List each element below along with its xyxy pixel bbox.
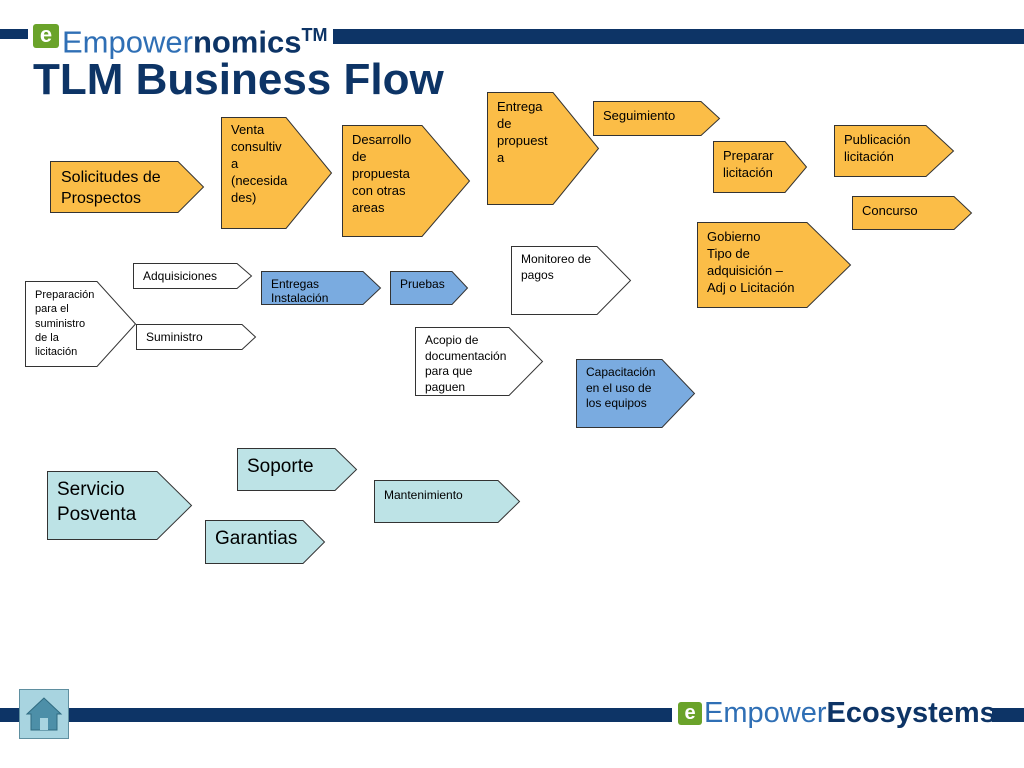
node-label: Soporte [247,456,314,477]
logo-text-part1: Empower [62,24,193,60]
node-preparacion-suministro: Preparación para el suministro de la lic… [25,281,137,367]
node-seguimiento: Seguimiento [593,101,721,136]
node-entregas-instalacion: Entregas Instalación [261,271,382,306]
node-label: Concurso [862,203,918,218]
footer-logo-part2: Ecosystems [826,697,996,729]
empowerecosystems-logo-mark: e [678,702,702,725]
node-label: Adquisiciones [143,269,218,283]
node-solicitudes: Solicitudes de Prospectos [50,161,205,213]
node-entrega-propuesta: Entrega de propuest a [487,92,600,205]
node-label: Garantias [215,528,298,549]
node-label: Seguimiento [603,108,676,123]
empowerecosystems-logo: EmpowerEcosystems [704,696,996,730]
node-capacitacion: Capacitación en el uso de los equipos [576,359,696,428]
node-adquisiciones: Adquisiciones [133,263,253,289]
node-label: Entrega de propuest a [497,99,548,165]
header-bar-right [333,29,1024,44]
node-suministro: Suministro [136,324,257,350]
node-label: Suministro [146,330,203,344]
node-label: Entregas Instalación [271,277,329,306]
node-garantias: Garantias [205,520,326,564]
node-label: Desarrollo de propuesta con otras areas [352,132,412,215]
node-preparar-licitacion: Preparar licitación [713,141,808,193]
empowernomics-logo: EmpowernomicsTM [62,15,327,62]
node-label: Pruebas [400,277,445,291]
node-label: Servicio Posventa [57,479,137,525]
node-pruebas: Pruebas [390,271,469,305]
node-publicacion-licitacion: Publicación licitación [834,125,955,177]
node-label: Preparación para el suministro de la lic… [35,289,95,359]
page-title: TLM Business Flow [33,55,444,104]
node-label: Monitoreo de pagos [521,252,592,282]
house-icon [25,697,63,731]
node-label: Preparar licitación [723,148,774,180]
empowernomics-logo-mark: e [33,24,59,48]
node-soporte: Soporte [237,448,358,491]
footer-logo-backdrop [672,694,992,732]
footer-logo-part1: Empower [704,697,827,729]
node-label: Mantenimiento [384,488,463,502]
node-label: Gobierno Tipo de adquisición – Adj o Lic… [707,229,795,295]
node-label: Capacitación en el uso de los equipos [586,365,656,411]
header-bar-left [0,29,28,39]
logo-text-part2: nomics [192,24,302,60]
node-label: Acopio de documentación para que paguen [425,333,507,394]
node-venta-consultiva: Venta consultiv a (necesida des) [221,117,333,229]
node-label: Solicitudes de Prospectos [61,169,161,207]
node-gobierno-adquisicion: Gobierno Tipo de adquisición – Adj o Lic… [697,222,852,308]
node-servicio-posventa: Servicio Posventa [47,471,193,540]
node-label: Venta consultiv a (necesida des) [231,122,288,205]
node-monitoreo-pagos: Monitoreo de pagos [511,246,632,315]
trademark-symbol: TM [301,25,328,45]
node-acopio-documentacion: Acopio de documentación para que paguen [415,327,544,396]
node-concurso: Concurso [852,196,973,230]
node-desarrollo-propuesta: Desarrollo de propuesta con otras areas [342,125,471,237]
node-mantenimiento: Mantenimiento [374,480,521,523]
home-button[interactable] [19,689,69,739]
node-label: Publicación licitación [844,132,911,164]
